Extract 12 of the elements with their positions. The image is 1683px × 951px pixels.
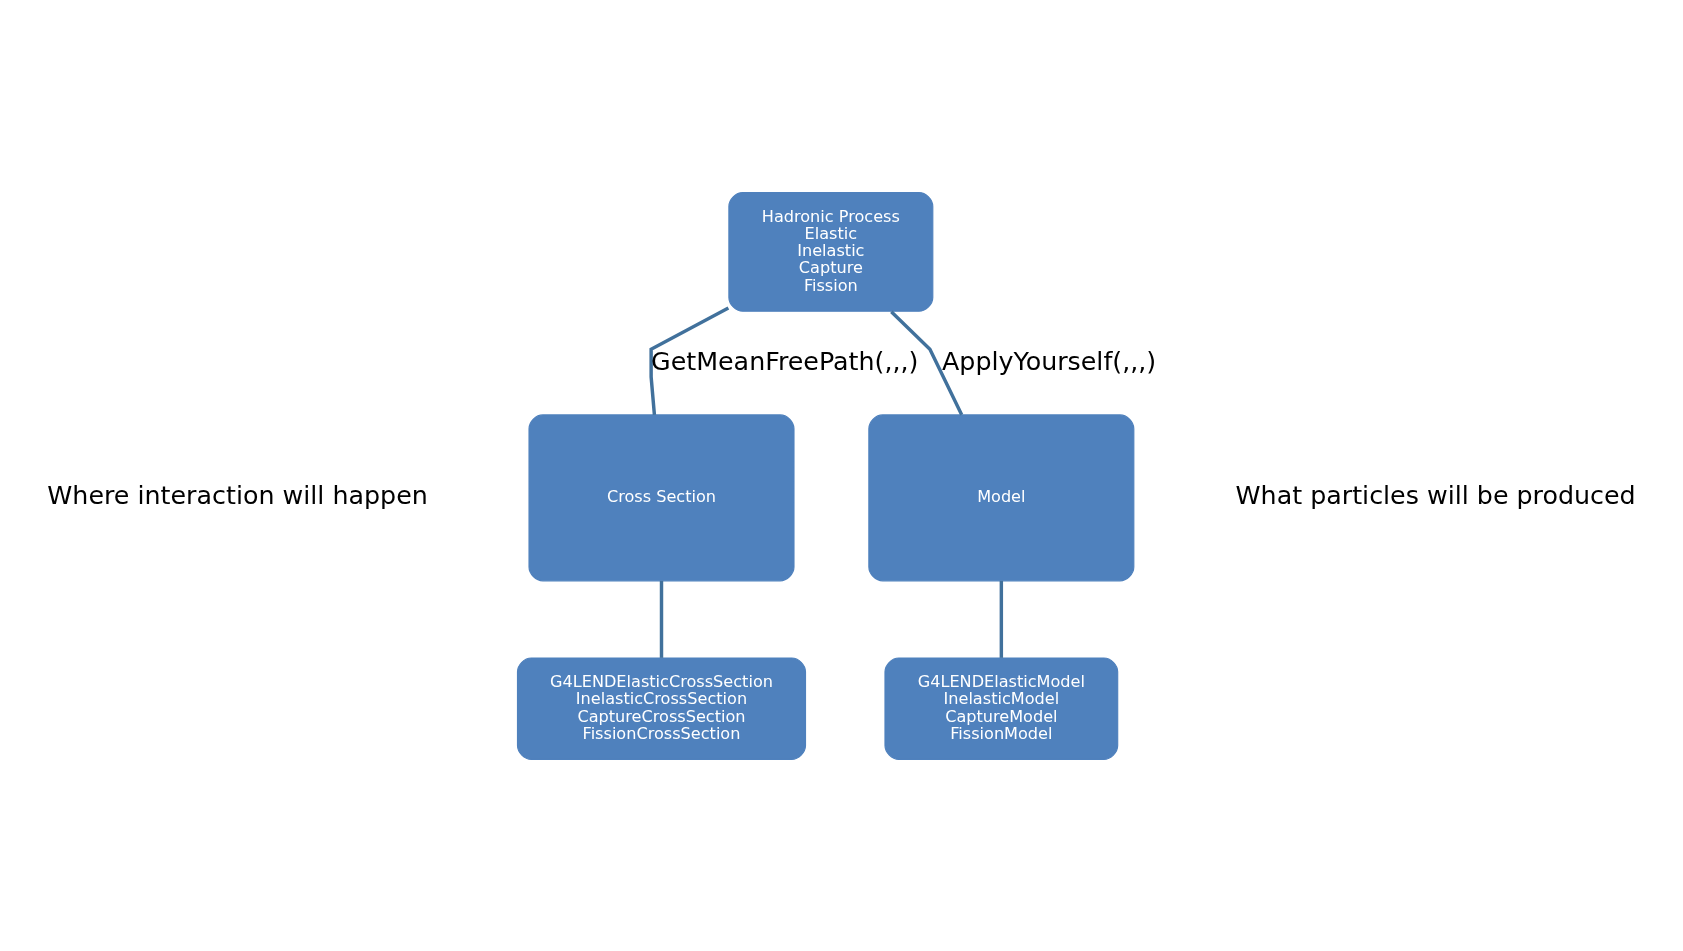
connector xyxy=(659,580,664,658)
connector xyxy=(999,580,1004,658)
node-box: G4LENDElasticCrossSection InelasticCrossSection CaptureCrossSection FissionCrossSection xyxy=(516,656,807,760)
label: What particles will be produced xyxy=(1235,479,1636,510)
node-box: Hadronic Process Elastic Inelastic Capture Fission xyxy=(728,191,934,312)
node-box: Model xyxy=(868,413,1135,581)
label: Where interaction will happen xyxy=(47,479,428,510)
connector xyxy=(649,305,730,415)
node-box: Cross Section xyxy=(528,413,795,581)
node-box: G4LENDElasticModel InelasticModel CaptureModel FissionModel xyxy=(884,656,1119,760)
connector xyxy=(890,310,964,416)
edge-label: ApplyYourself(,,,) xyxy=(942,345,1157,376)
